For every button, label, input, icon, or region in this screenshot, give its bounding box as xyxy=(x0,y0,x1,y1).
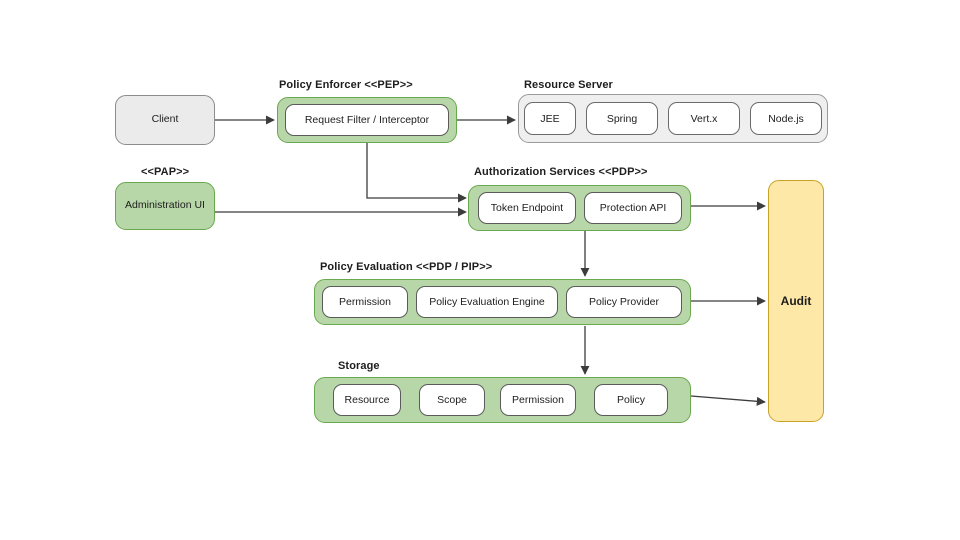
node-spring[interactable]: Spring xyxy=(586,102,658,135)
node-jee[interactable]: JEE xyxy=(524,102,576,135)
node-protection-api[interactable]: Protection API xyxy=(584,192,682,224)
node-permission-evaluation[interactable]: Permission xyxy=(322,286,408,318)
node-vertx[interactable]: Vert.x xyxy=(668,102,740,135)
node-storage-policy-label: Policy xyxy=(616,394,645,406)
node-administration-ui[interactable]: Administration UI xyxy=(115,182,215,230)
edge-storage-to-audit xyxy=(690,395,766,406)
group-title-authorization-services: Authorization Services <<PDP>> xyxy=(474,166,648,178)
node-storage-permission[interactable]: Permission xyxy=(500,384,576,416)
node-audit[interactable]: Audit xyxy=(768,180,824,422)
group-title-resource-server: Resource Server xyxy=(524,79,613,91)
group-title-storage: Storage xyxy=(338,360,380,372)
node-policy-evaluation-engine[interactable]: Policy Evaluation Engine xyxy=(416,286,558,318)
node-token-endpoint[interactable]: Token Endpoint xyxy=(478,192,576,224)
node-protection-api-label: Protection API xyxy=(599,202,667,214)
group-title-policy-enforcer: Policy Enforcer <<PEP>> xyxy=(279,79,413,91)
node-storage-policy[interactable]: Policy xyxy=(594,384,668,416)
node-storage-scope-label: Scope xyxy=(437,394,467,406)
node-request-filter-interceptor-label: Request Filter / Interceptor xyxy=(304,114,430,126)
group-title-policy-evaluation: Policy Evaluation <<PDP / PIP>> xyxy=(320,261,493,273)
node-storage-resource-label: Resource xyxy=(344,394,390,406)
node-policy-evaluation-engine-label: Policy Evaluation Engine xyxy=(429,296,545,308)
node-storage-resource[interactable]: Resource xyxy=(333,384,401,416)
node-client[interactable]: Client xyxy=(115,95,215,145)
node-vertx-label: Vert.x xyxy=(690,112,718,125)
edge-policy-enforcer-to-authorization-services xyxy=(366,143,467,203)
node-nodejs[interactable]: Node.js xyxy=(750,102,822,135)
node-nodejs-label: Node.js xyxy=(768,112,804,125)
node-request-filter-interceptor[interactable]: Request Filter / Interceptor xyxy=(285,104,449,136)
node-token-endpoint-label: Token Endpoint xyxy=(490,202,564,214)
node-policy-provider-label: Policy Provider xyxy=(588,296,660,308)
node-policy-provider[interactable]: Policy Provider xyxy=(566,286,682,318)
node-storage-permission-label: Permission xyxy=(512,394,564,406)
node-audit-label: Audit xyxy=(780,293,812,308)
node-client-label: Client xyxy=(151,113,179,126)
node-administration-ui-label: Administration UI xyxy=(125,199,205,212)
node-storage-scope[interactable]: Scope xyxy=(419,384,485,416)
node-jee-label: JEE xyxy=(540,112,560,125)
node-spring-label: Spring xyxy=(606,112,638,125)
node-permission-evaluation-label: Permission xyxy=(339,296,391,308)
group-title-pap: <<PAP>> xyxy=(141,166,190,178)
